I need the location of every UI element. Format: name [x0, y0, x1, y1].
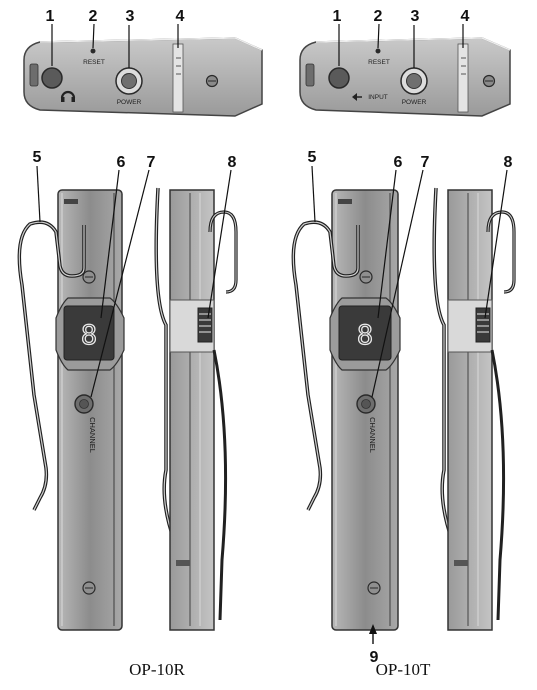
- op-10r-front-body: 8 CHANNEL: [55, 189, 125, 631]
- callout-1-label: 1: [46, 8, 55, 25]
- headphone-icon-right-cup: [71, 97, 75, 102]
- hinge-spring: [475, 307, 491, 343]
- side-slot: [29, 63, 39, 87]
- callout-4-label: 4: [461, 8, 470, 25]
- callout-7-label: 7: [421, 154, 430, 171]
- power-label: POWER: [117, 99, 142, 106]
- op-10r-side-view: [154, 187, 238, 631]
- callout-2-label: 2: [89, 8, 98, 25]
- callout-1-label: 1: [333, 8, 342, 25]
- callout-6-label: 6: [117, 154, 126, 171]
- reset-label: RESET: [368, 59, 390, 66]
- op-10t-front-body: 8 CHANNEL: [329, 189, 401, 631]
- callout-5-label: 5: [308, 149, 317, 166]
- callout-3-label: 3: [126, 8, 135, 25]
- reset-button[interactable]: [375, 48, 381, 54]
- seam-notch: [457, 43, 469, 113]
- power-label: POWER: [402, 99, 427, 106]
- op-10t-top-panel: INPUT RESET POWER: [299, 37, 511, 117]
- input-jack[interactable]: [328, 67, 350, 89]
- display-digit: 8: [81, 320, 97, 351]
- headphone-icon: [60, 90, 76, 99]
- caption-op-10t: OP-10T: [375, 660, 431, 679]
- input-label: INPUT: [368, 94, 388, 101]
- callout-3-label: 3: [411, 8, 420, 25]
- callout-9-label: 9: [370, 649, 379, 666]
- callout-4-label: 4: [176, 8, 185, 25]
- channel-display: [338, 305, 392, 361]
- channel-label: CHANNEL: [88, 417, 97, 453]
- callout-8-label: 8: [504, 154, 513, 171]
- top-slot: [64, 199, 78, 204]
- hinge-spring: [197, 307, 213, 343]
- op-10r-top-panel: RESET POWER: [23, 37, 263, 117]
- channel-label: CHANNEL: [368, 417, 377, 453]
- input-arrow-icon: [352, 93, 357, 101]
- callout-2-label: 2: [374, 8, 383, 25]
- op-10t-unit: INPUT RESET POWER 1 2 3 4: [291, 8, 516, 666]
- reset-label: RESET: [83, 59, 105, 66]
- headphone-icon-left-cup: [61, 97, 65, 102]
- seam-notch: [172, 43, 184, 113]
- reset-button[interactable]: [90, 48, 96, 54]
- caption-op-10r: OP-10R: [129, 660, 185, 679]
- callout-8-label: 8: [228, 154, 237, 171]
- callout-5-label: 5: [33, 149, 42, 166]
- arrow-up-icon: [369, 624, 377, 634]
- callout-7-label: 7: [147, 154, 156, 171]
- op-10t-side-view: [432, 187, 516, 631]
- callout-6-label: 6: [394, 154, 403, 171]
- channel-display: [63, 305, 115, 361]
- display-digit: 8: [357, 320, 373, 351]
- headphone-jack[interactable]: [41, 67, 63, 89]
- op-10r-unit: RESET POWER 1 2 3 4: [17, 8, 263, 631]
